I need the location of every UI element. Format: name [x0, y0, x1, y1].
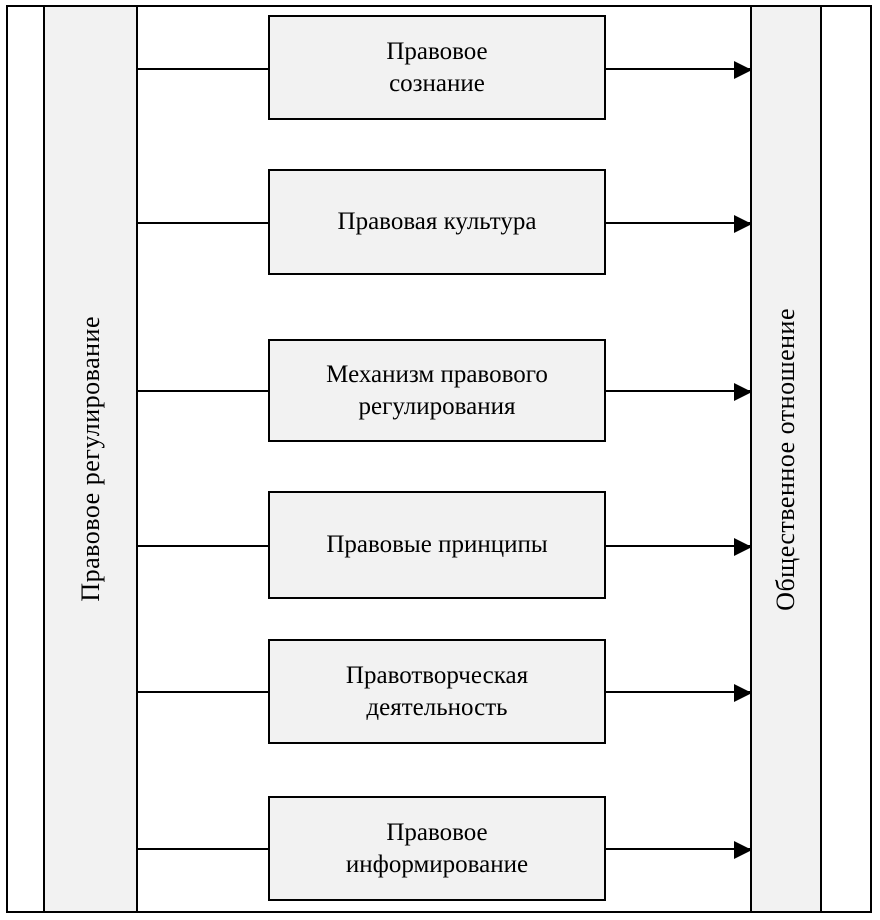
process-box-3: Механизм правового регулирования — [268, 339, 606, 442]
connector-line-4 — [138, 545, 268, 547]
process-box-3-text: Механизм правового регулирования — [326, 361, 548, 420]
right-vertical-bar-label: Общественное отношение — [771, 307, 800, 611]
left-vertical-bar: Правовое регулирование — [43, 5, 138, 913]
connector-line-5 — [138, 691, 268, 693]
process-box-2: Правовая культура — [268, 169, 606, 275]
process-box-5: Правотворческая деятельность — [268, 639, 606, 744]
left-vertical-bar-label: Правовое регулирование — [75, 316, 105, 602]
arrow-2 — [606, 215, 752, 233]
connector-line-3 — [138, 390, 268, 392]
arrow-4 — [606, 538, 752, 556]
arrow-6 — [606, 841, 752, 859]
process-box-4: Правовые принципы — [268, 491, 606, 599]
process-box-1: Правовое сознание — [268, 15, 606, 120]
right-vertical-bar: Общественное отношение — [750, 5, 822, 913]
connector-line-2 — [138, 222, 268, 224]
connector-line-6 — [138, 848, 268, 850]
process-box-2-text: Правовая культура — [337, 208, 537, 236]
diagram-outer-frame — [6, 5, 872, 913]
connector-line-1 — [138, 68, 268, 70]
process-box-6-text: Правовое информирование — [345, 819, 529, 878]
arrow-3 — [606, 383, 752, 401]
process-box-4-text: Правовые принципы — [326, 531, 548, 559]
process-box-5-text: Правотворческая деятельность — [345, 662, 529, 721]
arrow-5 — [606, 684, 752, 702]
process-box-6: Правовое информирование — [268, 796, 606, 901]
arrow-1 — [606, 61, 752, 79]
process-box-1-text: Правовое сознание — [386, 38, 488, 97]
